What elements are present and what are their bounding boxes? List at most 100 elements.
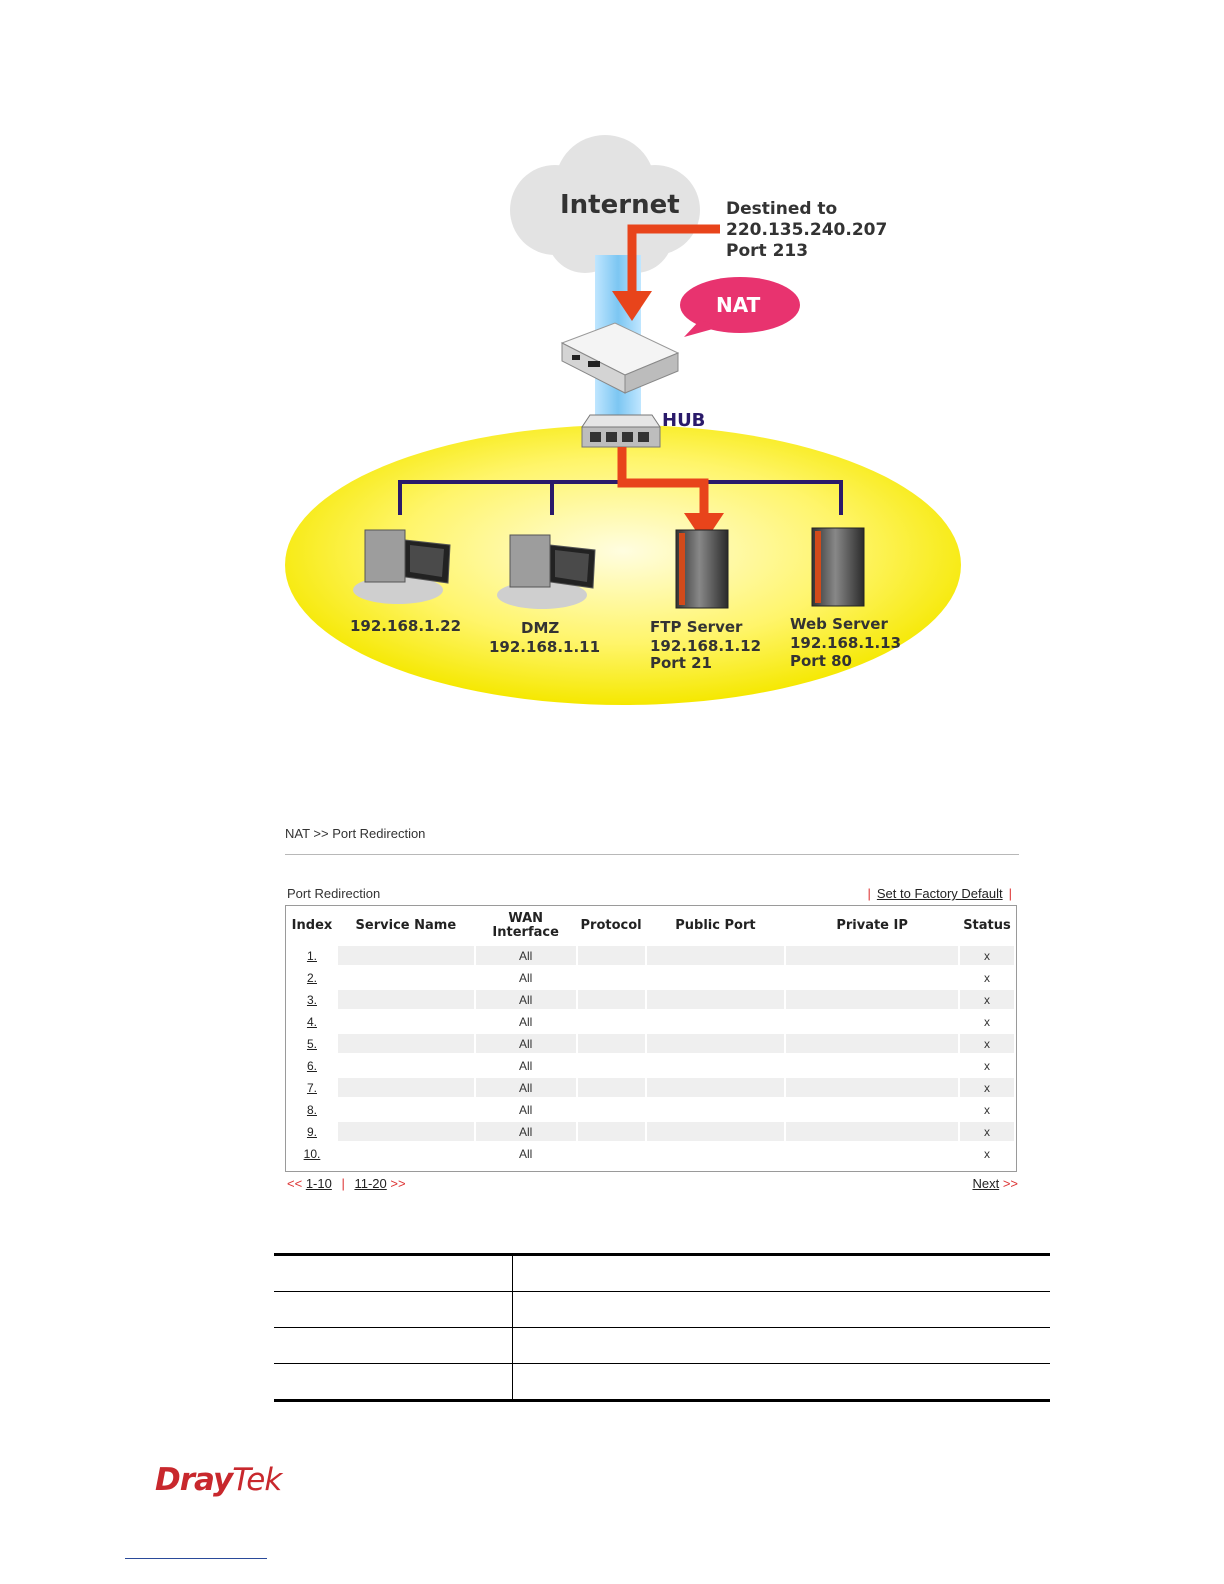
row-index-link[interactable]: 5. [306,1036,317,1051]
index-cell: 2. [288,968,336,987]
index-cell: 1. [288,946,336,965]
public-port-cell [646,946,785,965]
private-ip-cell [786,946,958,965]
col-service-name: Service Name [355,918,457,933]
service-name-cell [338,1056,474,1075]
nat-bubble [680,277,800,337]
web-port-label: Port 80 [790,652,852,670]
pc1-ip-label: 192.168.1.22 [350,617,461,635]
factory-default-bar: |Set to Factory Default| [861,886,1018,901]
protocol-cell [578,968,645,987]
status-cell: x [959,1034,1014,1053]
page-link-1-10[interactable]: 1-10 [305,1176,332,1191]
col-private-ip: Private IP [836,918,908,933]
col-protocol: Protocol [580,918,642,933]
destination-line-1: Destined to [726,199,837,219]
description-cell [512,1253,1050,1292]
row-index-link[interactable]: 2. [306,970,317,985]
protocol-cell [578,1144,645,1163]
row-index-link[interactable]: 6. [306,1058,317,1073]
index-cell: 7. [288,1078,336,1097]
draytek-logo: DrayTek [155,1462,282,1498]
redirect-arrow-head [684,513,724,543]
row-index-link[interactable]: 7. [306,1080,317,1095]
public-port-cell [647,1100,785,1119]
table-row: 6. All x [288,1056,1014,1075]
service-name-cell [337,1122,474,1141]
table-row [274,1327,1050,1364]
private-ip-cell [786,1012,958,1031]
description-cell [512,1327,1050,1364]
wan-cell: All [475,1034,576,1053]
status-cell: x [959,946,1014,965]
wan-cell: All [475,1122,576,1141]
item-cell [274,1327,513,1364]
public-port-cell [647,1144,785,1163]
destination-line-2: 220.135.240.207 [726,220,887,240]
pagination: << 1-10 | 11-20 >> [287,1176,406,1191]
protocol-cell [578,1100,645,1119]
row-index-link[interactable]: 3. [306,992,317,1007]
inbound-arrow-head [612,291,652,321]
row-index-link[interactable]: 10. [303,1146,321,1161]
item-cell [274,1363,513,1402]
table-row: 5. All x [288,1034,1014,1053]
network-diagram: Internet Destined to 220.135.240.207 Por… [285,135,961,705]
protocol-cell [578,1056,645,1075]
inbound-arrow-path [627,224,720,293]
index-cell: 9. [288,1122,336,1141]
wan-cell: All [475,1078,576,1097]
ftp-port-label: Port 21 [650,654,712,672]
next-page-link[interactable]: Next [972,1176,1000,1191]
wan-cell: All [518,970,533,985]
dmz-label: DMZ [521,619,559,637]
table-row: 2. All x [288,968,1014,987]
hub-label: HUB [662,410,705,431]
index-cell: 3. [288,990,336,1009]
row-index-link[interactable]: 8. [306,1102,317,1117]
protocol-cell [577,1034,645,1053]
wan-cell: All [475,990,576,1009]
row-index-link[interactable]: 4. [306,1014,317,1029]
service-name-cell [338,968,474,987]
protocol-cell [577,1078,645,1097]
internet-label: Internet [560,190,680,220]
destination-line-3: Port 213 [726,241,808,261]
index-cell: 5. [288,1034,336,1053]
item-cell [274,1253,513,1292]
row-index-link[interactable]: 9. [306,1124,317,1139]
protocol-cell [577,1122,645,1141]
public-port-cell [647,1056,785,1075]
router-icon [560,322,680,394]
ftp-label: FTP Server [650,618,743,636]
service-name-cell [337,990,474,1009]
service-name-cell [337,1078,474,1097]
pagination-next: Next >> [972,1176,1018,1191]
row-index-link[interactable]: 1. [306,948,317,963]
service-name-cell [337,946,474,965]
service-name-cell [338,1100,474,1119]
table-row: 10. All x [288,1144,1014,1163]
service-name-cell [338,1144,474,1163]
service-name-cell [337,1034,474,1053]
protocol-cell [577,990,645,1009]
col-wan-line2: Interface [492,925,559,940]
page-link-11-20[interactable]: 11-20 [354,1176,387,1191]
index-cell: 8. [288,1100,336,1119]
public-port-cell [646,1122,785,1141]
wan-cell: All [518,1014,533,1029]
table-row: 7. All x [288,1078,1014,1097]
redirect-arrow-path [617,447,709,517]
public-port-cell [647,1012,785,1031]
table-row [274,1291,1050,1328]
prev-arrows: << [287,1176,303,1191]
breadcrumb-divider [285,854,1019,855]
table-row: 4. All x [288,1012,1014,1031]
next-arrows: >> [390,1176,406,1191]
pc-icon [353,529,451,604]
status-cell: x [959,1122,1014,1141]
col-wan-line1: WAN [508,911,544,926]
factory-default-link[interactable]: Set to Factory Default [876,886,1003,901]
